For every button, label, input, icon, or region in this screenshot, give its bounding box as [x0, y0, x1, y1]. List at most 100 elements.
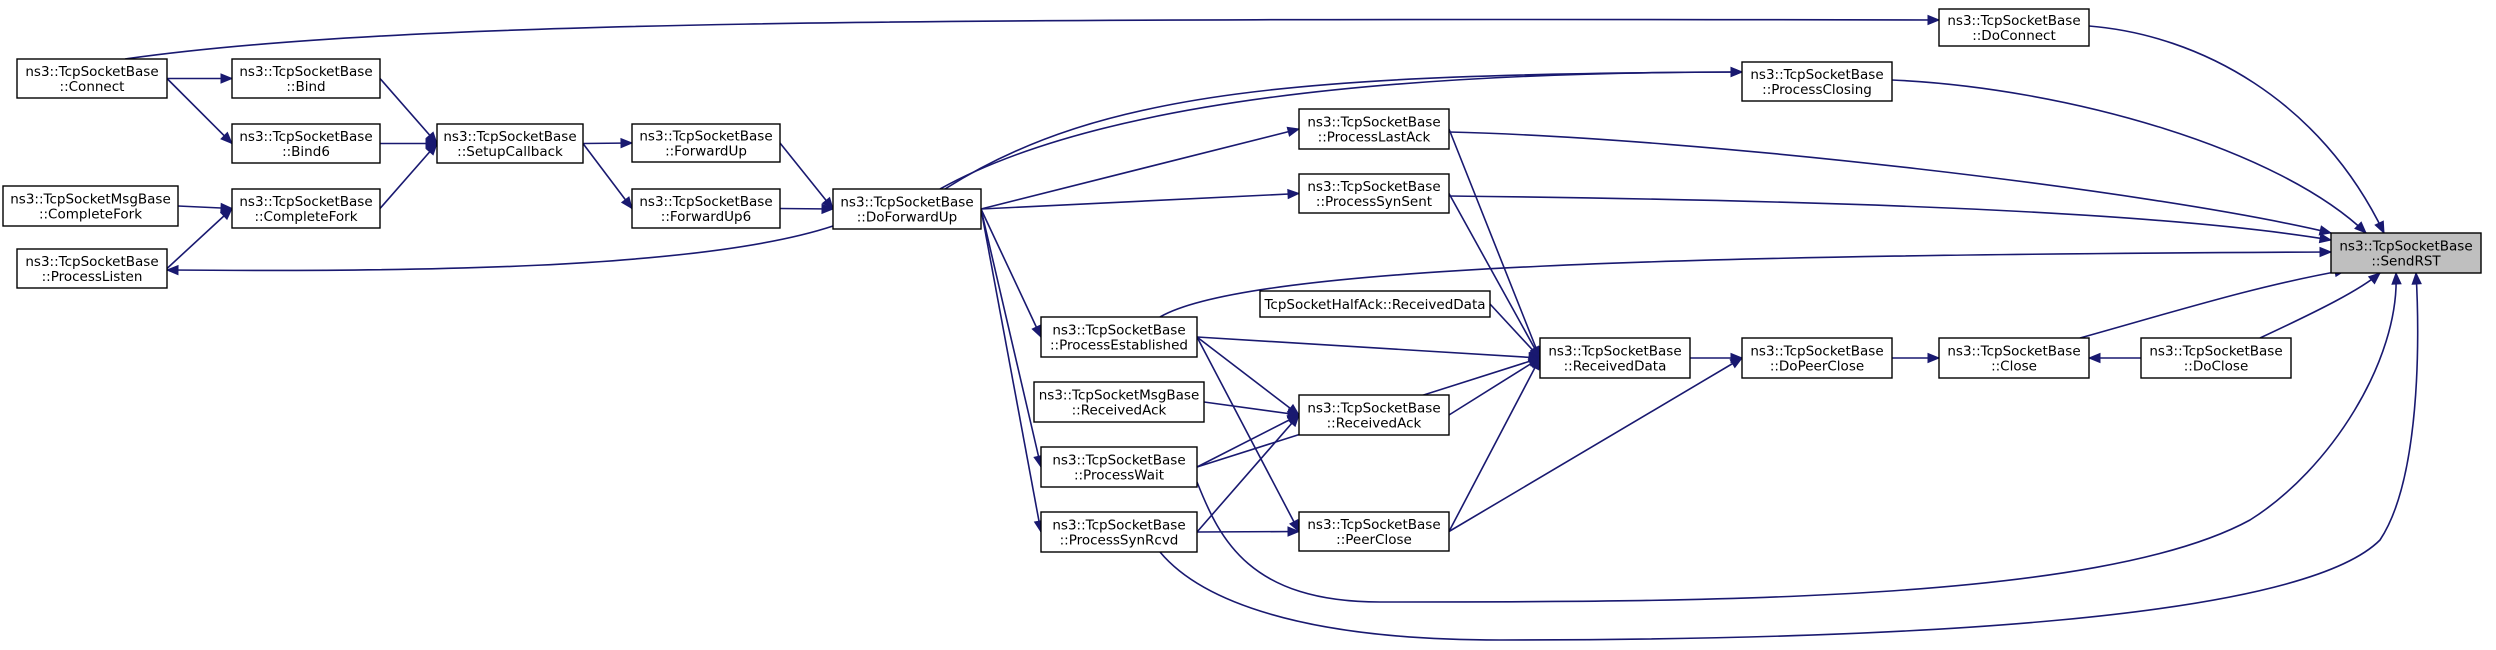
- node-label-line: ::ProcessClosing: [1762, 82, 1872, 98]
- edge-connect-to-bind: [167, 73, 234, 84]
- node-completefork[interactable]: ns3::TcpSocketBase::CompleteFork: [231, 188, 381, 229]
- edge-line: [166, 225, 834, 272]
- edge-forwardup6-to-doforwardup: [779, 203, 835, 215]
- node-box: [1741, 61, 1893, 102]
- node-processestablished[interactable]: ns3::TcpSocketBase::ProcessEstablished: [1040, 316, 1198, 358]
- edge-doforwardup-to-processsynsent: [980, 188, 1301, 210]
- arrowhead-icon: [220, 131, 233, 145]
- edge-line: [1196, 272, 2397, 603]
- arrowhead-icon: [2367, 272, 2382, 285]
- edge-line: [1448, 357, 1541, 416]
- node-box: [631, 188, 781, 229]
- edge-line: [1448, 357, 1743, 533]
- node-box: [231, 188, 381, 229]
- node-label-line: ns3::TcpSocketBase: [1307, 517, 1440, 533]
- node-label-line: ::ProcessEstablished: [1050, 338, 1188, 354]
- edge-processwait-to-sendrst: [1196, 271, 2402, 603]
- edge-processsynsent-to-receiveddata: [1448, 193, 1541, 360]
- node-box: [1298, 394, 1450, 436]
- node-processsynrcvd[interactable]: ns3::TcpSocketBase::ProcessSynRcvd: [1040, 511, 1198, 553]
- edge-forwardup-to-doforwardup: [779, 142, 834, 211]
- node-box: [1040, 511, 1198, 553]
- arrowhead-icon: [2391, 271, 2402, 285]
- node-forwardup6[interactable]: ns3::TcpSocketBase::ForwardUp6: [631, 188, 781, 229]
- node-connect[interactable]: ns3::TcpSocketBase::Connect: [16, 58, 168, 99]
- node-label-line: ns3::TcpSocketBase: [1750, 67, 1883, 83]
- edge-setupcallback-to-forwardup6: [582, 143, 633, 210]
- edge-line: [1196, 530, 1300, 533]
- edge-line: [1159, 251, 2332, 318]
- node-label-line: ns3::TcpSocketBase: [1307, 179, 1440, 195]
- node-label-line: ::Connect: [60, 79, 125, 95]
- node-processwait[interactable]: ns3::TcpSocketBase::ProcessWait: [1040, 446, 1198, 488]
- node-msgreceivedack[interactable]: ns3::TcpSocketMsgBase::ReceivedAck: [1033, 381, 1205, 423]
- arrowhead-icon: [2411, 271, 2422, 285]
- node-close[interactable]: ns3::TcpSocketBase::Close: [1938, 337, 2090, 379]
- node-bind[interactable]: ns3::TcpSocketBase::Bind: [231, 58, 381, 99]
- node-box: [436, 123, 584, 164]
- arrowhead-icon: [425, 142, 438, 156]
- node-box: [16, 248, 168, 289]
- edge-line: [1448, 195, 2332, 241]
- edge-line: [379, 77, 438, 145]
- node-processclosing[interactable]: ns3::TcpSocketBase::ProcessClosing: [1741, 61, 1893, 102]
- edge-bind6-to-setupcallback: [380, 138, 439, 149]
- node-label-line: ::PeerClose: [1336, 532, 1412, 548]
- arrowhead-icon: [2318, 225, 2333, 236]
- node-label-line: ::Bind: [286, 79, 325, 95]
- edge-doforwardup-to-processwait: [980, 208, 1044, 469]
- edge-processsynsent-to-sendrst: [1448, 195, 2333, 244]
- node-box: [2330, 232, 2482, 274]
- edge-line: [166, 77, 233, 145]
- edge-doconnect-to-sendrst: [2088, 25, 2385, 235]
- node-label-line: ::ProcessSynRcvd: [1060, 533, 1179, 549]
- arrowhead-icon: [2087, 352, 2101, 364]
- node-label-line: ::DoConnect: [1972, 28, 2056, 44]
- node-receivedack[interactable]: ns3::TcpSocketBase::ReceivedAck: [1298, 394, 1450, 436]
- arrowhead-icon: [821, 196, 834, 211]
- node-doconnect[interactable]: ns3::TcpSocketBase::DoConnect: [1938, 8, 2090, 47]
- arrowhead-icon: [1287, 188, 1301, 200]
- node-box: [1040, 446, 1198, 488]
- node-sendrst[interactable]: ns3::TcpSocketBase::SendRST: [2330, 232, 2482, 274]
- node-halfackreceiveddata[interactable]: TcpSocketHalfAck::ReceivedData: [1259, 290, 1491, 318]
- node-box: [832, 188, 982, 230]
- node-msgcompletefork[interactable]: ns3::TcpSocketMsgBase::CompleteFork: [2, 185, 179, 227]
- node-dopeerclose[interactable]: ns3::TcpSocketBase::DoPeerClose: [1741, 337, 1893, 379]
- node-peerclose[interactable]: ns3::TcpSocketBase::PeerClose: [1298, 511, 1450, 552]
- edge-line: [1196, 414, 1300, 533]
- edge-doforwardup-to-processclosing: [939, 66, 1744, 190]
- node-box: [1033, 381, 1205, 423]
- edge-completefork-to-setupcallback: [379, 142, 438, 210]
- edge-connect-to-doconnect: [124, 14, 1941, 60]
- arrowhead-icon: [219, 207, 233, 221]
- edge-line: [939, 71, 1743, 190]
- node-processsynsent[interactable]: ns3::TcpSocketBase::ProcessSynSent: [1298, 173, 1450, 214]
- node-bind6[interactable]: ns3::TcpSocketBase::Bind6: [231, 123, 381, 164]
- node-processlastack[interactable]: ns3::TcpSocketBase::ProcessLastAck: [1298, 108, 1450, 150]
- edge-line: [980, 192, 1300, 210]
- edge-processestablished-to-receiveddata: [1196, 336, 1542, 363]
- edge-line: [1448, 128, 1541, 359]
- node-setupcallback[interactable]: ns3::TcpSocketBase::SetupCallback: [436, 123, 584, 164]
- node-box: [1938, 8, 2090, 47]
- node-label-line: ::Bind6: [282, 144, 330, 160]
- node-box: [1938, 337, 2090, 379]
- node-doclose[interactable]: ns3::TcpSocketBase::DoClose: [2140, 337, 2292, 379]
- edge-line: [1196, 336, 1300, 532]
- node-processlisten[interactable]: ns3::TcpSocketBase::ProcessListen: [16, 248, 168, 289]
- node-doforwardup[interactable]: ns3::TcpSocketBase::DoForwardUp: [832, 188, 982, 230]
- edge-line: [1159, 272, 2419, 641]
- arrowhead-icon: [1927, 14, 1941, 26]
- node-label-line: ::ForwardUp6: [661, 209, 751, 225]
- node-label-line: ::Close: [1991, 359, 2037, 375]
- arrowhead-icon: [620, 196, 633, 210]
- node-label-line: ns3::TcpSocketMsgBase: [10, 192, 171, 208]
- node-receiveddata[interactable]: ns3::TcpSocketBase::ReceivedData: [1539, 337, 1691, 379]
- edge-line: [124, 18, 1940, 60]
- node-label-line: ::ProcessListen: [42, 269, 143, 285]
- edge-line: [2259, 272, 2381, 339]
- node-forwardup[interactable]: ns3::TcpSocketBase::ForwardUp: [631, 123, 781, 163]
- edge-peerclose-to-dopeerclose: [1448, 357, 1744, 533]
- edge-line: [980, 208, 1042, 338]
